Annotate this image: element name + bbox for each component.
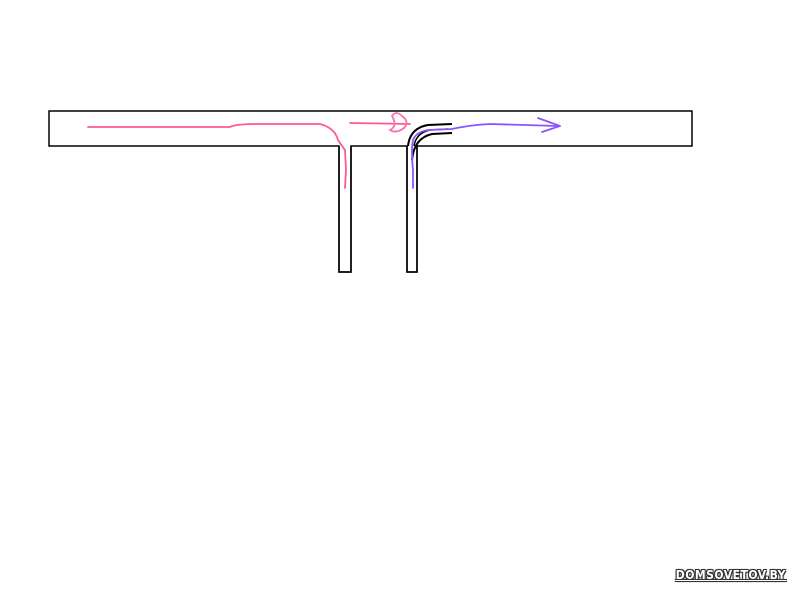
- branch-flow-arrowhead: [537, 117, 561, 133]
- main-pipe-outline: [48, 110, 693, 273]
- watermark: DOMSOVETOV.BY: [675, 568, 786, 582]
- guide-vane-mid: [413, 128, 449, 147]
- right-branch-pipe: [406, 146, 418, 273]
- main-flow-line: [87, 123, 347, 189]
- left-branch-pipe: [338, 146, 352, 273]
- branch-flow-line: [411, 123, 559, 189]
- guide-vane-upper: [407, 123, 453, 147]
- main-flow-arrowhead: [388, 112, 408, 133]
- main-flow-arrow-line: [349, 122, 411, 125]
